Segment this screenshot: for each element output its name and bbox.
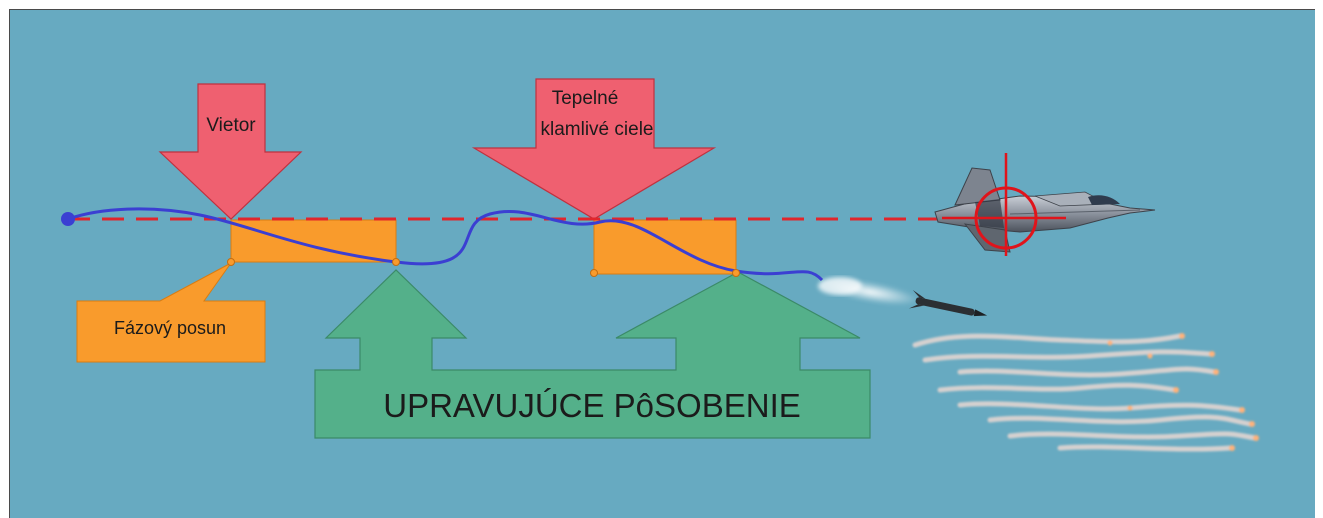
control-action-arrow	[314, 269, 871, 439]
block-markers	[227, 258, 740, 277]
flares-label-line2: klamlivé ciele	[541, 119, 654, 140]
disturbance-block-1	[230, 219, 397, 263]
missile-icon	[908, 289, 988, 317]
launch-point	[61, 212, 75, 226]
missile-exhaust	[818, 277, 920, 306]
control-action-label: UPRAVUJÚCE PôSOBENIE	[383, 387, 801, 424]
phase-shift-callout	[76, 262, 266, 363]
wind-label: Vietor	[206, 115, 256, 136]
phase-shift-label: Fázový posun	[114, 318, 226, 338]
wind-arrow	[158, 83, 303, 220]
flares-label-line1: Tepelné	[552, 88, 619, 109]
flares-icon	[912, 333, 1259, 452]
missile-trajectory	[67, 207, 824, 282]
jet-aircraft-icon	[934, 167, 1156, 253]
flares-arrow	[471, 78, 717, 220]
target-reticle-icon	[942, 153, 1066, 256]
